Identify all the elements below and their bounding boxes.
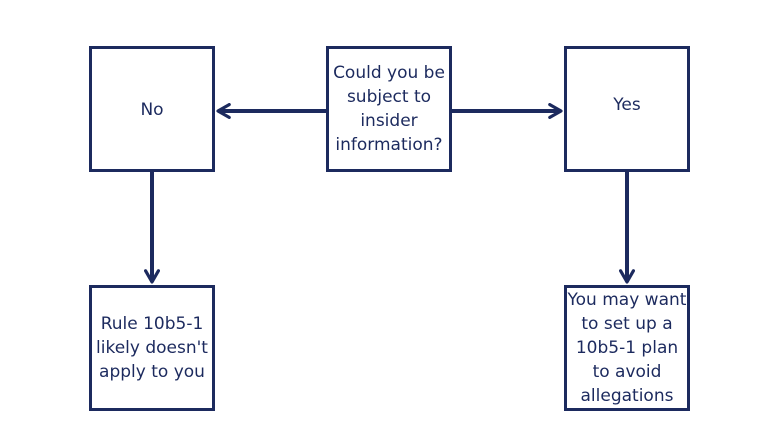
no-result-box: Rule 10b5-1 likely doesn't apply to you — [89, 285, 215, 411]
no-result-text: Rule 10b5-1 likely doesn't apply to you — [96, 314, 208, 382]
yes-result-text: You may want to set up a 10b5-1 plan to … — [567, 290, 687, 406]
question-text: Could you be subject to insider informat… — [333, 63, 445, 155]
yes-result-box: You may want to set up a 10b5-1 plan to … — [564, 285, 690, 411]
yes-box: Yes — [564, 46, 690, 172]
no-label: No — [140, 100, 164, 120]
no-box: No — [89, 46, 215, 172]
yes-label: Yes — [613, 95, 641, 115]
question-box: Could you be subject to insider informat… — [326, 46, 452, 172]
